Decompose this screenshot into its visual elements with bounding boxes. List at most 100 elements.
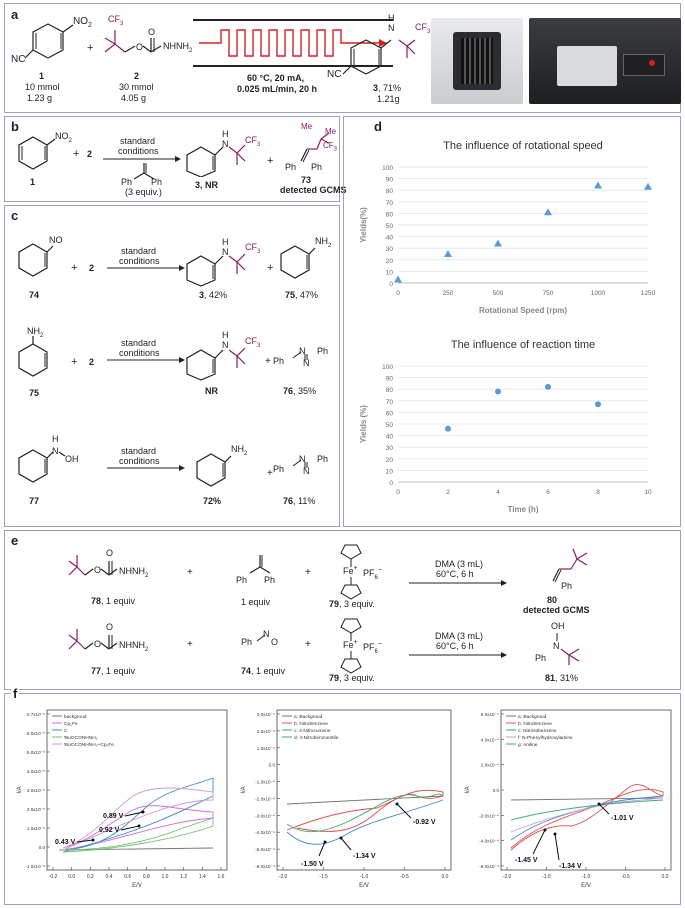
- peak-annotation: -0.92 V: [413, 819, 436, 826]
- structure-azobenzene-76a: [292, 351, 308, 360]
- y-tick-label: 60: [386, 211, 394, 218]
- structure-azobenzene-76b: [292, 459, 308, 468]
- y-tick-label: 70: [386, 399, 394, 406]
- data-point: [644, 182, 652, 190]
- legend-entry: c: 4-Nitrocumene: [294, 728, 331, 734]
- x-tick-label: 1.0: [162, 874, 169, 880]
- structure-diphenylethylene: [133, 163, 155, 180]
- x-tick-label: 4: [496, 489, 500, 496]
- chart-reaction-time: The influence of reaction time0102030405…: [359, 339, 652, 514]
- y-tick-label: 100: [382, 364, 393, 371]
- peak-annotation: -1.34 V: [353, 853, 376, 860]
- annotation-arrowhead: [597, 802, 601, 806]
- x-axis-label: E/V: [581, 883, 591, 889]
- structure-ferrocenium-1: [340, 544, 362, 600]
- structure-aniline-75: [280, 245, 316, 279]
- cv-curve: [510, 797, 664, 833]
- x-tick-label: -0.5: [621, 874, 630, 880]
- cv-curve: [510, 784, 664, 851]
- annotation-arrowhead: [339, 836, 343, 840]
- y-tick-label: 20: [386, 457, 394, 464]
- y-tick-label: 100: [382, 165, 393, 172]
- annotation-arrowhead: [91, 838, 95, 842]
- structure-nitrobenzene: [18, 136, 56, 170]
- y-tick-label: -1.0x10⁻⁴: [255, 780, 275, 785]
- y-tick-label: 0.7x10⁻⁵: [27, 712, 45, 717]
- compound-1-mass: 1.23 g: [27, 93, 53, 103]
- x-tick-label: 0.2: [87, 874, 94, 880]
- y-tick-label: -5.0x10⁻⁴: [255, 847, 275, 852]
- x-axis-label: Time (h): [508, 505, 539, 514]
- x-tick-label: 0: [396, 290, 400, 297]
- cv-plot-nitroarenes: 3.0x10⁻⁴2.0x10⁻⁴1.0x10⁻⁴0.0-1.0x10⁻⁴-2.0…: [241, 709, 452, 889]
- reaction-arrow-c1: [107, 265, 185, 271]
- annotation-arrowhead: [543, 828, 547, 832]
- legend-entry: g: Aniline: [518, 742, 538, 748]
- annotation-arrow: [124, 811, 144, 817]
- data-point: [394, 275, 402, 283]
- y-tick-label: 30: [386, 246, 394, 253]
- structure-product-3: [342, 39, 416, 75]
- legend-entry: d: 4-Nitrobenzonitrile: [294, 735, 339, 741]
- y-axis-label: Yields (%): [359, 405, 368, 443]
- structure-product-3b: [186, 144, 246, 177]
- panel-label-b: b: [11, 119, 19, 134]
- y-axis-label: I/A: [17, 786, 23, 793]
- panel-label-e: e: [11, 533, 19, 548]
- legend-entry: backgroud: [64, 714, 87, 720]
- y-tick-label: 2.0x10⁻⁴: [257, 729, 275, 734]
- y-tick-label: 1.0x10⁻⁵: [27, 826, 45, 831]
- legend-entry: b: Nitrobenzene: [518, 721, 552, 727]
- compound-1-id: 1: [39, 71, 45, 81]
- conditions-line-1: 60 °C, 20 mA,: [247, 73, 305, 83]
- product-mass: 1.21g: [377, 94, 400, 104]
- data-point: [445, 425, 451, 432]
- panel-label-d: d: [374, 119, 382, 134]
- structure-77e: [68, 629, 118, 650]
- annotation-arrow: [318, 841, 326, 857]
- legend-entry: ᵗBuOCONHNH₂+Cp₂Fe: [64, 742, 114, 748]
- cv-curve: [286, 795, 444, 805]
- peak-annotation: 0.43 V: [55, 839, 76, 846]
- y-tick-label: 0.0: [39, 845, 46, 850]
- compound-2-mass: 4.05 g: [121, 93, 147, 103]
- chart-rotational-speed: The influence of rotational speed0102030…: [359, 140, 656, 315]
- x-tick-label: -1.5: [542, 874, 551, 880]
- legend-entry: c: Nitrosobenzene: [518, 728, 557, 734]
- cv-curve: [62, 817, 214, 853]
- cv-plot-reduction-intermediates: 6.0x10⁻⁴4.0x10⁻⁴2.0x10⁻⁴0.0-2.0x10⁻⁴-4.0…: [465, 709, 672, 889]
- structure-product-3c: [186, 253, 246, 287]
- y-tick-label: 80: [386, 387, 394, 394]
- x-axis-label: E/V: [359, 883, 369, 889]
- cv-curve: [62, 777, 214, 853]
- setup-photo: [529, 18, 681, 104]
- cv-curve: [62, 805, 214, 851]
- annotation-arrow: [396, 803, 412, 819]
- y-tick-label: -2.0x10⁻⁴: [479, 813, 499, 818]
- y-tick-label: 3.0x10⁻⁵: [27, 788, 45, 793]
- y-tick-label: 4.0x10⁻⁴: [481, 737, 499, 742]
- panel-label-c: c: [11, 208, 19, 223]
- y-tick-label: 6.0x10⁻⁴: [481, 712, 499, 717]
- structure-aniline-72: [196, 453, 232, 487]
- x-tick-label: 0.4: [106, 874, 113, 880]
- x-tick-label: 0.0: [442, 874, 449, 880]
- annotation-arrow: [120, 825, 140, 831]
- peak-annotation: -1.34 V: [559, 863, 582, 870]
- data-point: [545, 383, 551, 390]
- structure-phenylhydroxylamine: [18, 449, 66, 483]
- annotation-arrow: [76, 839, 94, 843]
- annotation-arrowhead: [141, 810, 145, 814]
- y-tick-label: 40: [386, 434, 394, 441]
- y-tick-label: -4.0x10⁻⁴: [479, 839, 499, 844]
- peak-annotation: 0.89 V: [103, 813, 124, 820]
- panel-a: a NO2 NC 1 10 mmol 1.23 g + CF3 O O NHNH…: [4, 3, 681, 113]
- legend-entry: a: Backgroud: [518, 714, 547, 720]
- x-tick-label: 0.8: [143, 874, 150, 880]
- legend-entry: a: Backgroud: [294, 714, 323, 720]
- y-tick-label: 90: [386, 376, 394, 383]
- conditions-line-2: 0.025 mL/min, 20 h: [237, 84, 318, 94]
- x-tick-label: 750: [543, 290, 554, 297]
- y-tick-label: -1.0x10⁻⁵: [25, 864, 45, 869]
- data-point: [594, 181, 602, 189]
